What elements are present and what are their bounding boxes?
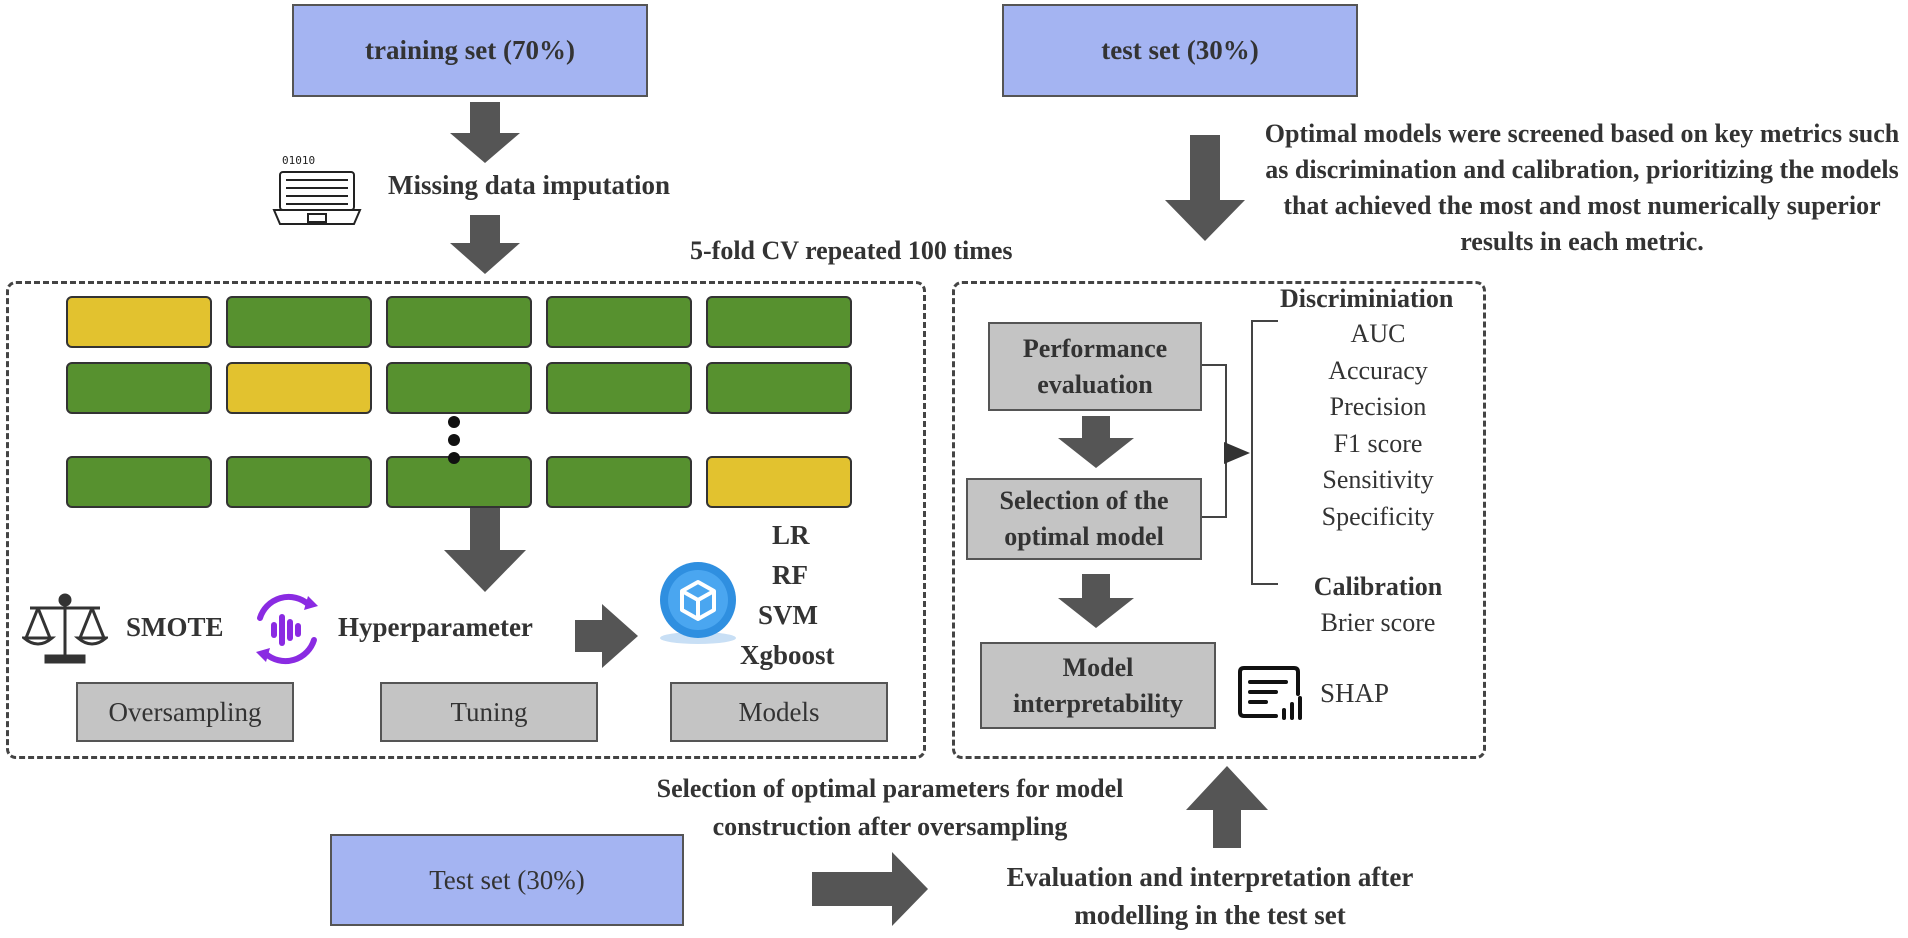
arrow-down-5 <box>1058 416 1134 468</box>
oversampling-label: Oversampling <box>108 696 262 727</box>
oversampling-box: Oversampling <box>76 682 294 742</box>
arrow-down-1 <box>450 102 520 163</box>
calibration-title: Calibration <box>1313 572 1443 601</box>
shap-label: SHAP <box>1320 678 1390 708</box>
performance-evaluation-box: Performance evaluation <box>988 322 1202 411</box>
arrow-right-1 <box>575 604 638 668</box>
test-set-label-bottom: Test set (30%) <box>429 864 585 895</box>
evaluation-panel <box>952 281 1486 759</box>
missing-imputation-label: Missing data imputation <box>388 170 671 200</box>
tuning-label: Tuning <box>450 696 528 727</box>
validation-fold <box>226 362 372 414</box>
models-label: Models <box>738 696 820 727</box>
metric-accuracy: Accuracy <box>1328 355 1428 385</box>
test-set-label-top: test set (30%) <box>1101 35 1259 65</box>
metric-auc: AUC <box>1350 319 1406 348</box>
interpretability-box: Model interpretability <box>980 642 1216 729</box>
validation-fold <box>66 296 212 348</box>
optimal-selection-box: Selection of the optimal model <box>966 478 1202 560</box>
training-fold <box>66 456 212 508</box>
model-svm: SVM <box>758 600 818 630</box>
models-box: Models <box>670 682 888 742</box>
screening-text: Optimal models were screened based on ke… <box>1264 119 1900 256</box>
model-lr: LR <box>772 520 810 550</box>
test-set-box-top: test set (30%) <box>1002 4 1358 97</box>
calibration-metric: Brier score <box>1320 608 1436 637</box>
validation-fold <box>706 456 852 508</box>
arrow-down-2 <box>450 215 520 274</box>
cube-icon <box>660 562 736 644</box>
report-chart-icon <box>1238 666 1302 720</box>
tuning-box: Tuning <box>380 682 598 742</box>
metrics-bracket <box>1251 320 1278 585</box>
model-xgboost: Xgboost <box>740 640 835 670</box>
evaluation-text: Evaluation and interpretation after mode… <box>1006 862 1414 930</box>
training-fold <box>386 296 532 348</box>
training-fold <box>386 362 532 414</box>
cv-training-panel <box>6 281 926 759</box>
smote-label: SMOTE <box>126 612 224 642</box>
arrow-down-4 <box>444 506 526 592</box>
arrow-down-3 <box>1165 135 1245 241</box>
model-rf: RF <box>772 560 808 590</box>
training-set-box: training set (70%) <box>292 4 648 97</box>
cv-label: 5-fold CV repeated 100 times <box>690 236 1013 265</box>
performance-evaluation-label: Performance evaluation <box>1022 333 1168 399</box>
arrow-up-1 <box>1186 766 1268 848</box>
training-fold <box>226 456 372 508</box>
metric-sensitivity: Sensitivity <box>1322 465 1434 494</box>
metric-precision: Precision <box>1329 392 1427 421</box>
discrimination-metrics: AUC Accuracy Precision F1 score Sensitiv… <box>1298 316 1458 535</box>
training-fold <box>546 362 692 414</box>
discrimination-title: Discriminiation <box>1280 284 1454 313</box>
audio-tuning-icon <box>256 593 318 665</box>
balance-scale-icon <box>22 593 108 664</box>
training-set-label: training set (70%) <box>365 35 575 65</box>
test-set-box-bottom: Test set (30%) <box>330 834 684 926</box>
training-fold <box>706 362 852 414</box>
training-fold <box>226 296 372 348</box>
svg-text:01010: 01010 <box>282 154 315 167</box>
metric-f1: F1 score <box>1333 428 1423 458</box>
optimal-selection-label: Selection of the optimal model <box>999 486 1169 551</box>
training-fold <box>66 362 212 414</box>
metric-specificity: Specificity <box>1321 501 1435 531</box>
laptop-icon: 01010 <box>272 154 362 225</box>
connector-perf <box>1202 364 1227 452</box>
training-fold <box>706 296 852 348</box>
training-fold <box>546 456 692 508</box>
training-fold <box>546 296 692 348</box>
hyperparameter-label: Hyperparameter <box>338 612 533 642</box>
arrow-right-2 <box>812 852 928 926</box>
arrow-down-6 <box>1058 574 1134 628</box>
connector-arrowhead <box>1224 442 1250 464</box>
param-selection-text: Selection of optimal parameters for mode… <box>656 774 1124 841</box>
interpretability-label: Model interpretability <box>1013 652 1183 718</box>
ellipsis-dots <box>448 416 460 464</box>
